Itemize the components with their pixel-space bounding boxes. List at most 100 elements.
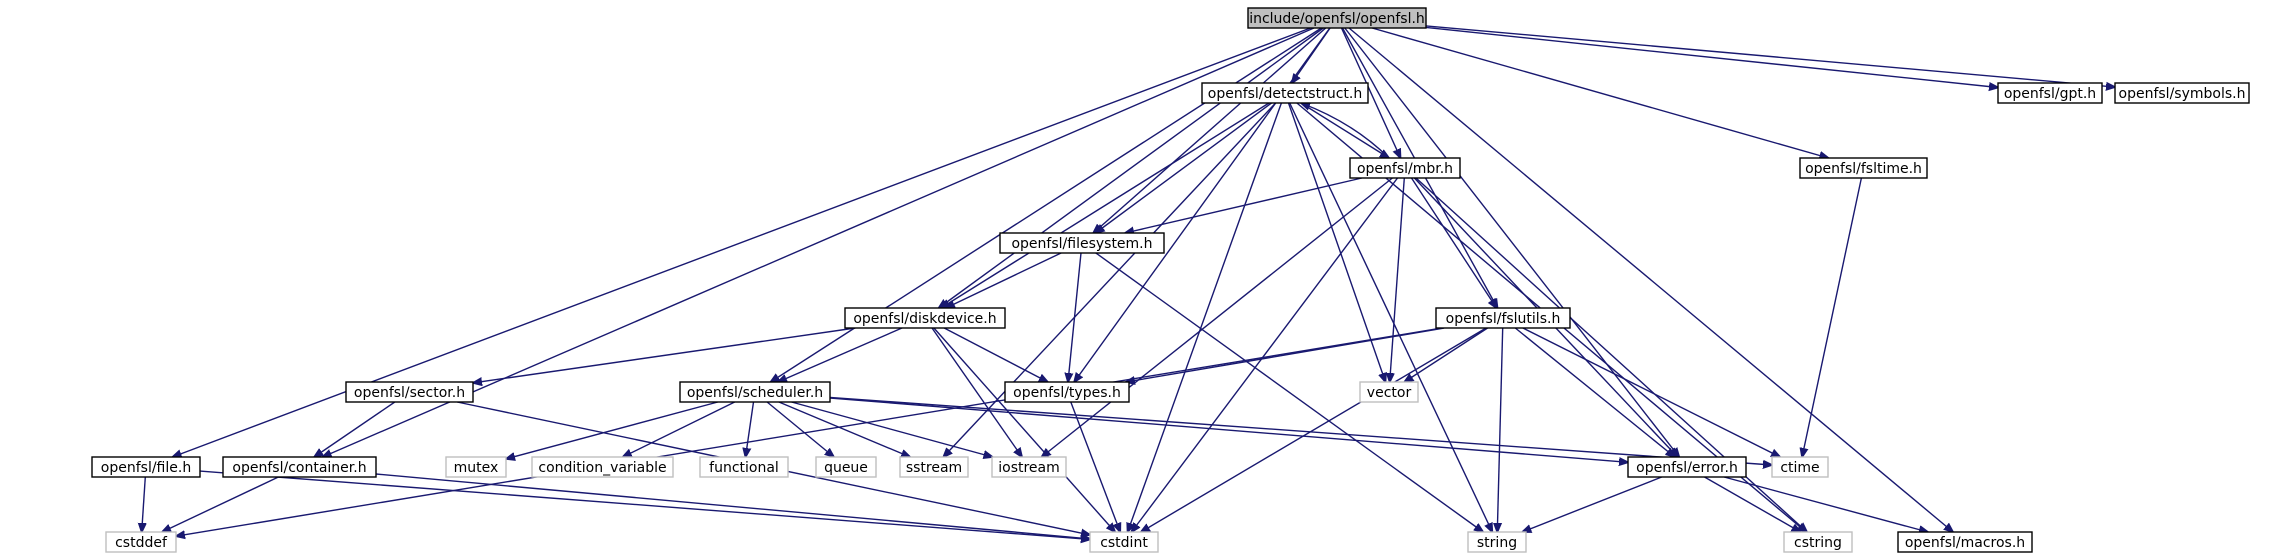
node-cstdint: cstdint [1089,531,1159,553]
node-label-ctime: ctime [1780,460,1819,476]
edge-diskdevice-to-types [943,327,1048,382]
node-box-queue [815,456,877,478]
edge-fslutils-to-vector [1404,327,1488,382]
node-box-detectstruct [1201,82,1369,104]
node-label-types: openfsl/types.h [1013,385,1121,401]
node-box-cstddef [105,531,177,553]
edge-openfsl_h-to-error [1344,27,1679,457]
node-mutex: mutex [445,456,507,478]
node-detectstruct[interactable]: openfsl/detectstruct.h [1201,82,1369,104]
edge-container-to-cstdint [375,473,1090,539]
node-box-sector [345,381,474,403]
node-label-symbols: openfsl/symbols.h [2119,86,2246,102]
edge-openfsl_h-to-types [1074,27,1331,382]
node-label-sstream: sstream [906,460,962,476]
edge-mbr-to-cstring [1415,177,1807,532]
node-label-detectstruct: openfsl/detectstruct.h [1208,86,1362,102]
node-diskdevice[interactable]: openfsl/diskdevice.h [844,307,1006,329]
edge-diskdevice-to-scheduler [778,327,903,382]
edge-scheduler-to-error [829,397,1628,462]
node-label-mbr: openfsl/mbr.h [1357,161,1453,177]
node-symbols[interactable]: openfsl/symbols.h [2114,82,2250,104]
node-fslutils[interactable]: openfsl/fslutils.h [1435,307,1571,329]
node-container[interactable]: openfsl/container.h [222,456,377,478]
edge-openfsl_h-to-file [173,27,1311,457]
node-mbr[interactable]: openfsl/mbr.h [1349,157,1461,179]
edge-fslutils-to-cstddef [176,327,1443,536]
edge-fslutils-to-string [1497,327,1504,532]
edge-fsltime-to-ctime [1802,177,1863,457]
edge-mbr-to-vector [1390,177,1405,382]
node-label-condvar: condition_variable [538,460,666,476]
node-label-vector: vector [1367,385,1412,401]
node-label-scheduler: openfsl/scheduler.h [687,385,823,401]
node-error[interactable]: openfsl/error.h [1627,456,1747,478]
edge-error-to-string [1522,476,1662,532]
node-cstring: cstring [1783,531,1853,553]
edge-diskdevice-to-sector [473,327,856,383]
edge-diskdevice-to-cstdint [933,327,1115,532]
node-box-condvar [531,456,674,478]
edge-mbr-to-detectstruct [1301,103,1390,159]
node-label-file: openfsl/file.h [101,460,191,476]
edge-detectstruct-to-string [1289,102,1493,532]
edge-fslutils-to-cstdint [1141,327,1487,532]
node-cstddef: cstddef [105,531,177,553]
edge-openfsl_h-to-gpt [1425,26,1998,87]
node-types[interactable]: openfsl/types.h [1004,381,1130,403]
edge-scheduler-to-iostream [791,401,993,457]
node-macros[interactable]: openfsl/macros.h [1897,531,2033,553]
node-box-mbr [1349,157,1461,179]
node-file[interactable]: openfsl/file.h [91,456,201,478]
node-sector[interactable]: openfsl/sector.h [345,381,474,403]
edge-mbr-to-fslutils [1410,177,1497,308]
edge-openfsl_h-to-symbols [1425,25,2115,87]
edge-error-to-macros [1723,476,1928,532]
node-box-ctime [1771,456,1829,478]
node-string: string [1467,531,1527,553]
edge-detectstruct-to-cstdint [1128,102,1283,532]
node-ctime: ctime [1771,456,1829,478]
nodes-layer: include/openfsl/openfsl.h openfsl/detects… [91,7,2250,553]
edge-detectstruct-to-mbr [1300,102,1389,158]
node-box-mutex [445,456,507,478]
node-label-cstddef: cstddef [115,535,168,551]
node-label-fsltime: openfsl/fsltime.h [1805,161,1922,177]
node-label-string: string [1477,535,1517,551]
node-queue: queue [815,456,877,478]
node-box-gpt [1997,82,2103,104]
node-box-string [1467,531,1527,553]
node-box-cstring [1783,531,1853,553]
node-openfsl_h[interactable]: include/openfsl/openfsl.h [1247,7,1427,29]
node-box-scheduler [679,381,831,403]
edge-detectstruct-to-filesystem [1096,102,1272,233]
node-box-fslutils [1435,307,1571,329]
node-box-file [91,456,201,478]
node-box-vector [1359,381,1419,403]
node-box-functional [699,456,789,478]
edge-detectstruct-to-diskdevice [941,102,1270,308]
node-box-container [222,456,377,478]
node-label-cstdint: cstdint [1100,535,1148,551]
node-filesystem[interactable]: openfsl/filesystem.h [999,232,1165,254]
node-label-gpt: openfsl/gpt.h [2004,86,2096,102]
edge-openfsl_h-to-filesystem [1093,27,1327,233]
node-fsltime[interactable]: openfsl/fsltime.h [1799,157,1928,179]
node-box-filesystem [999,232,1165,254]
edge-container-to-cstddef [162,476,279,532]
node-label-iostream: iostream [998,460,1060,476]
node-gpt[interactable]: openfsl/gpt.h [1997,82,2103,104]
edge-scheduler-to-queue [766,401,834,457]
node-box-types [1004,381,1130,403]
node-box-fsltime [1799,157,1928,179]
edge-diskdevice-to-iostream [931,327,1022,457]
node-functional: functional [699,456,789,478]
node-box-sstream [899,456,969,478]
node-box-openfsl_h [1247,7,1427,29]
node-scheduler[interactable]: openfsl/scheduler.h [679,381,831,403]
edge-file-to-cstdint [199,470,1090,539]
node-box-symbols [2114,82,2250,104]
edge-filesystem-to-types [1068,252,1082,382]
edge-openfsl_h-to-fsltime [1371,27,1828,158]
